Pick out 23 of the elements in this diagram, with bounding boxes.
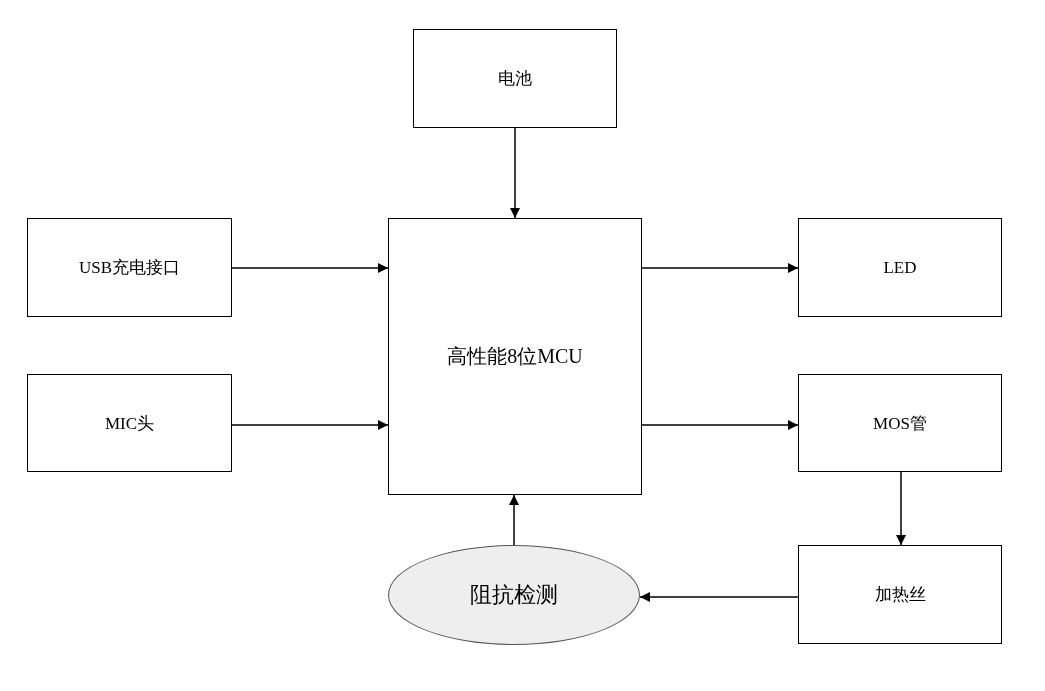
- process-box: [27, 374, 232, 472]
- arrow: [896, 471, 906, 546]
- arrow: [641, 420, 799, 430]
- process-box: [798, 374, 1002, 472]
- node-label: 电池: [498, 68, 532, 90]
- process-box: [27, 218, 232, 317]
- process-box: [413, 29, 617, 128]
- node-label: MOS管: [873, 412, 927, 435]
- node-label: 阻抗检测: [470, 581, 558, 609]
- node-label: 高性能8位MCU: [447, 344, 583, 369]
- process-box: [798, 545, 1002, 644]
- process-box: [798, 218, 1002, 317]
- process-box: [388, 218, 642, 495]
- node-label: MIC头: [104, 412, 155, 435]
- arrow: [510, 127, 520, 219]
- node-label: LED: [883, 257, 917, 278]
- arrow: [231, 420, 389, 430]
- arrow: [639, 592, 799, 602]
- node-label: 加热丝: [874, 584, 926, 606]
- arrow: [509, 494, 519, 546]
- arrow: [231, 263, 389, 273]
- arrow: [641, 263, 799, 273]
- node-label: USB充电接口: [78, 257, 181, 279]
